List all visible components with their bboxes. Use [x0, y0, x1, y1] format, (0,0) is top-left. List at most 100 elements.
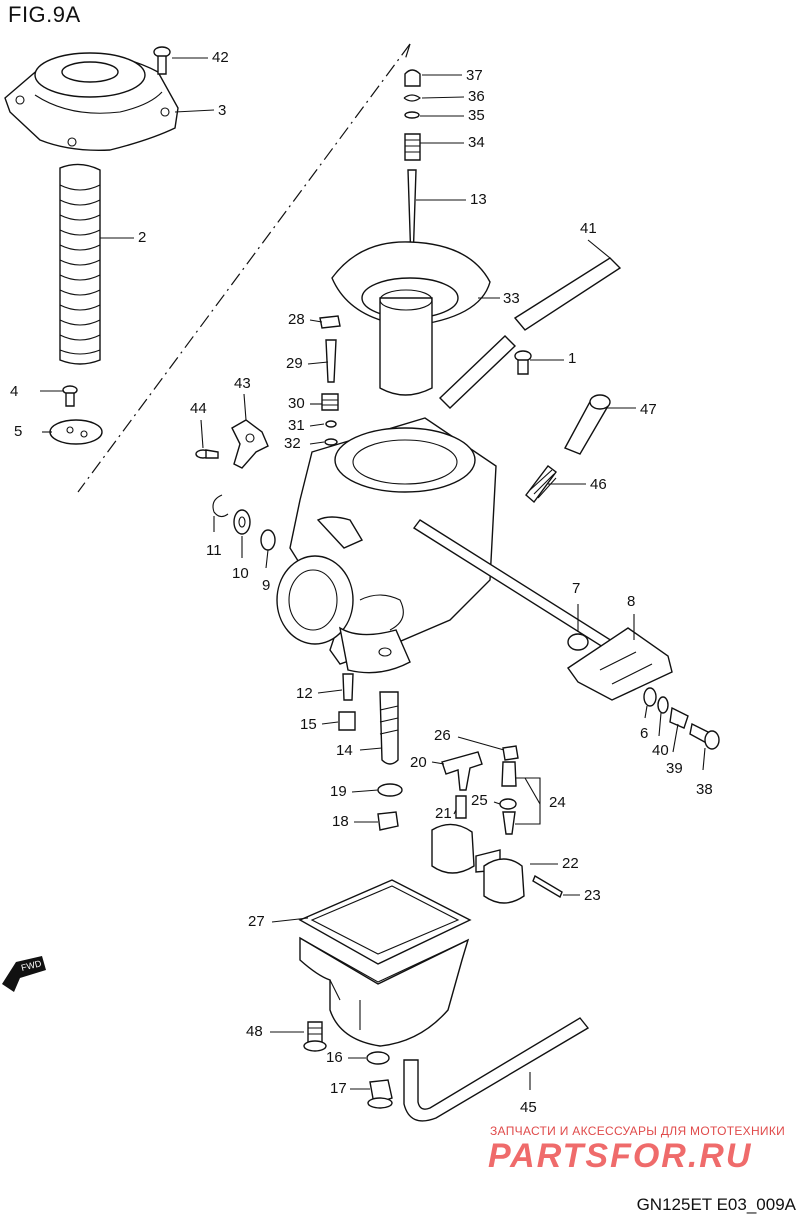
callout-35: 35	[468, 107, 485, 124]
bracket-24	[515, 777, 541, 825]
fwd-arrow: FWD	[2, 956, 46, 992]
diaphragm-piston	[331, 241, 491, 396]
carburetor-body	[276, 417, 497, 674]
leader-line-41	[587, 239, 611, 259]
leader-line-20	[431, 761, 445, 765]
reference-lines	[77, 43, 411, 493]
leader-line-28	[309, 319, 323, 323]
callout-40: 40	[652, 742, 669, 759]
callout-21: 21	[435, 805, 452, 822]
washer-16	[366, 1051, 390, 1065]
callout-46: 46	[590, 476, 607, 493]
callout-13: 13	[470, 191, 487, 208]
callout-37: 37	[466, 67, 483, 84]
callout-12: 12	[296, 685, 313, 702]
float-bowl	[298, 879, 472, 1047]
leader-line-9	[265, 549, 269, 569]
callout-26: 26	[434, 727, 451, 744]
callout-41: 41	[580, 220, 597, 237]
fwd-label: FWD	[20, 958, 43, 973]
leader-line-14	[359, 747, 383, 751]
leader-line-24	[524, 777, 541, 805]
leader-line-25	[493, 801, 501, 805]
callout-32: 32	[284, 435, 301, 452]
leader-line-29	[307, 361, 329, 365]
main-jet-set	[338, 673, 399, 765]
callout-44: 44	[190, 400, 207, 417]
figure-code: GN125ET E03_009A	[636, 1195, 796, 1214]
callout-18: 18	[332, 813, 349, 830]
callout-2: 2	[138, 229, 146, 246]
callout-22: 22	[562, 855, 579, 872]
screw-4	[62, 385, 78, 407]
clip-washers	[212, 494, 276, 551]
callout-29: 29	[286, 355, 303, 372]
callout-15: 15	[300, 716, 317, 733]
drain-tube-45	[403, 1017, 590, 1122]
throttle-shaft-lever	[412, 519, 673, 701]
leader-line-40	[658, 712, 662, 737]
callout-16: 16	[326, 1049, 343, 1066]
tube-lower	[438, 335, 517, 409]
watermark-subtitle: ЗАПЧАСТИ И АКСЕССУАРЫ ДЛЯ МОТОТЕХНИКИ	[490, 1124, 786, 1138]
leader-line-26	[457, 736, 505, 751]
plug-18	[377, 811, 399, 831]
callout-28: 28	[288, 311, 305, 328]
callout-43: 43	[234, 375, 251, 392]
callout-20: 20	[410, 754, 427, 771]
callout-38: 38	[696, 781, 713, 798]
washer-19	[377, 783, 403, 797]
callout-14: 14	[336, 742, 353, 759]
pilot-screw-parts	[319, 315, 341, 446]
callout-9: 9	[262, 577, 270, 594]
callout-17: 17	[330, 1080, 347, 1097]
leader-line-32	[309, 441, 325, 445]
leader-line-31	[309, 423, 325, 427]
leader-line-36	[421, 96, 465, 99]
screw-42	[153, 46, 171, 75]
callout-33: 33	[503, 290, 520, 307]
screw-1	[514, 350, 532, 375]
callout-10: 10	[232, 565, 249, 582]
leader-line-6	[644, 705, 648, 719]
leader-line-15	[321, 721, 339, 725]
leader-line-12	[317, 689, 343, 694]
leader-line-21	[453, 809, 457, 815]
leader-line-3	[174, 109, 215, 113]
drain-screw-48	[303, 1021, 327, 1052]
callout-39: 39	[666, 760, 683, 777]
callout-23: 23	[584, 887, 601, 904]
callout-30: 30	[288, 395, 305, 412]
figure-title: FIG.9A	[8, 2, 81, 27]
callout-36: 36	[468, 88, 485, 105]
leader-line-43	[243, 393, 247, 421]
spring-46	[525, 465, 557, 504]
float-valve-set	[441, 745, 519, 835]
callout-31: 31	[288, 417, 305, 434]
float-pin-23	[532, 874, 563, 899]
idle-screw-set	[643, 687, 720, 750]
carb-top-cap	[4, 52, 179, 151]
callout-25: 25	[471, 792, 488, 809]
tube-41	[513, 257, 622, 331]
callout-27: 27	[248, 913, 265, 930]
bracket-43	[231, 419, 269, 469]
watermark-brand: PARTSFOR.RU	[488, 1137, 753, 1175]
callout-42: 42	[212, 49, 229, 66]
spring	[59, 163, 101, 365]
callout-7: 7	[572, 580, 580, 597]
callout-5: 5	[14, 423, 22, 440]
needle-stack	[403, 69, 421, 263]
float-22	[431, 823, 525, 904]
callout-8: 8	[627, 593, 635, 610]
callout-24: 24	[549, 794, 566, 811]
screw-47	[564, 394, 611, 455]
callout-3: 3	[218, 102, 226, 119]
callout-19: 19	[330, 783, 347, 800]
callout-48: 48	[246, 1023, 263, 1040]
needle-retainer-plate	[49, 419, 103, 445]
leader-line-44	[200, 419, 204, 449]
